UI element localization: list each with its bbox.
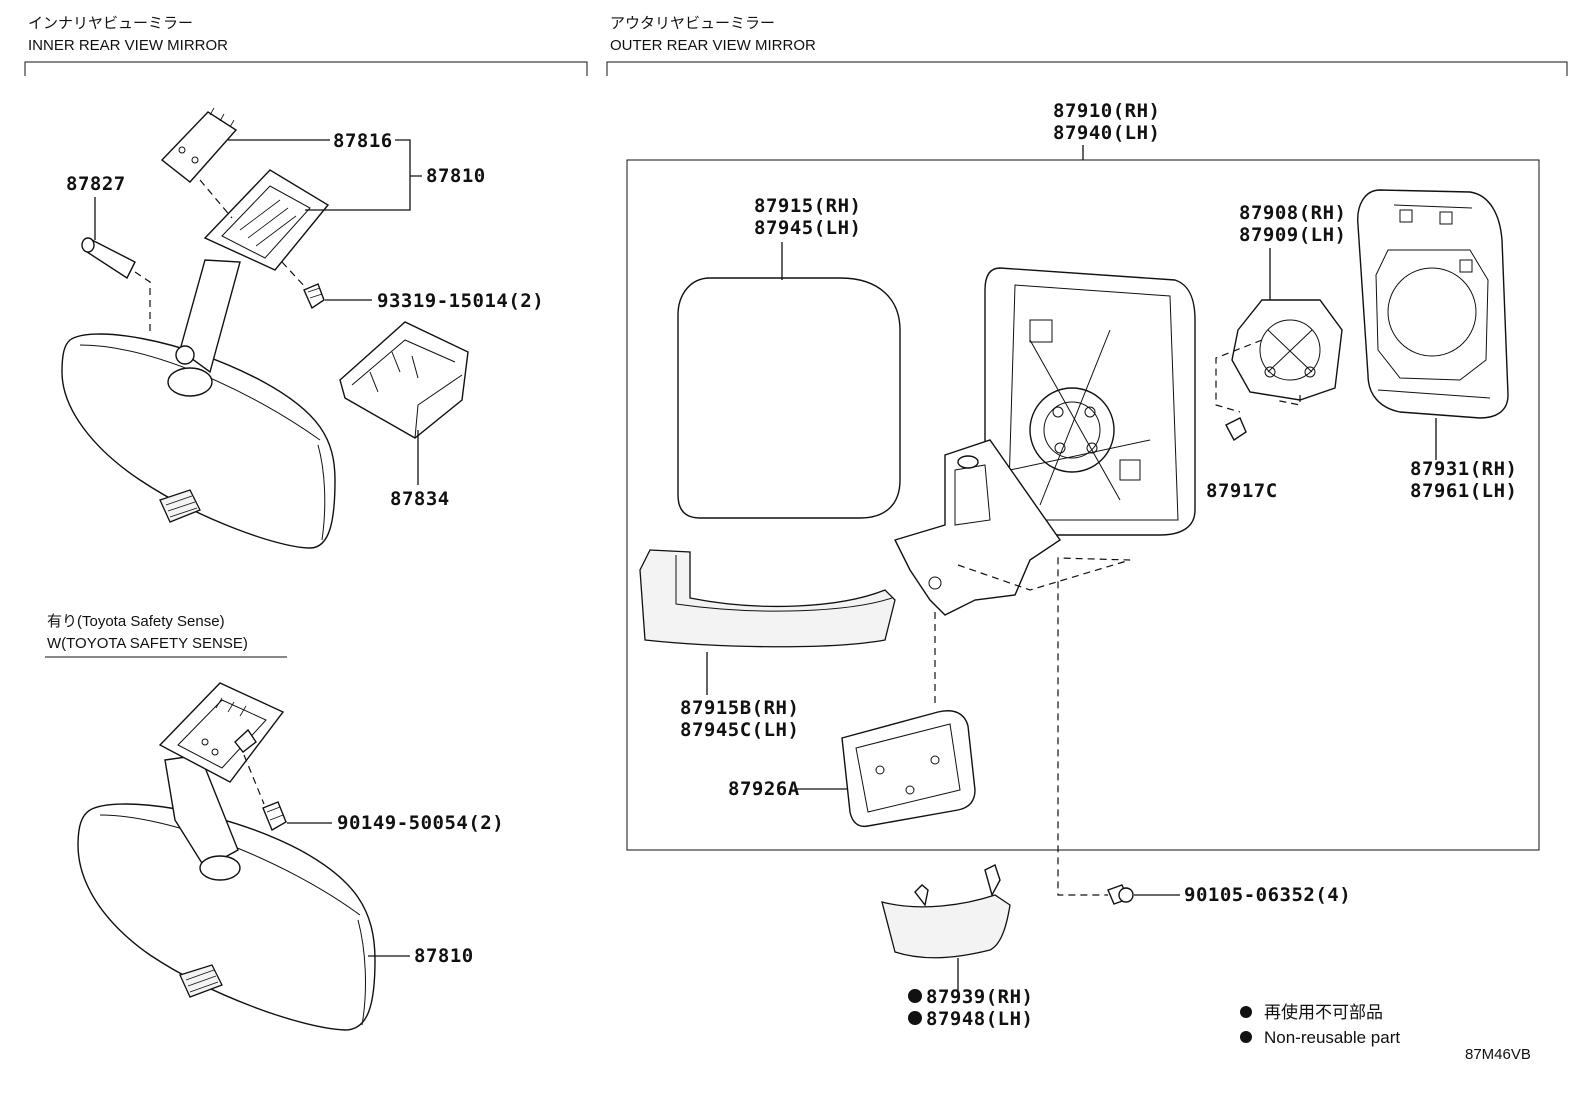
label-87908: 87908(RH) bbox=[1239, 202, 1346, 224]
label-87945: 87945(LH) bbox=[754, 217, 861, 239]
label-87926A: 87926A bbox=[728, 778, 800, 800]
label-87909: 87909(LH) bbox=[1239, 224, 1346, 246]
variant-caption-jp: 有り(Toyota Safety Sense) bbox=[47, 613, 225, 630]
non-reusable-marker-87948 bbox=[908, 1011, 922, 1025]
label-87931: 87931(RH) bbox=[1410, 458, 1517, 480]
label-87816: 87816 bbox=[333, 130, 393, 152]
leader-87810-top bbox=[305, 139, 422, 211]
label-90149: 90149-50054(2) bbox=[337, 812, 504, 834]
label-87915: 87915(RH) bbox=[754, 195, 861, 217]
outer-assembly-box bbox=[626, 159, 1540, 851]
label-87945C: 87945C(LH) bbox=[680, 719, 799, 741]
outer-title-jp: アウタリヤビューミラー bbox=[610, 15, 775, 32]
inner-title-en: INNER REAR VIEW MIRROR bbox=[28, 37, 228, 54]
label-87910: 87910(RH) bbox=[1053, 100, 1160, 122]
label-87810-bottom: 87810 bbox=[414, 945, 474, 967]
inner-mirror-top-drawing bbox=[61, 107, 469, 549]
legend-en: Non-reusable part bbox=[1264, 1028, 1400, 1047]
label-87915B: 87915B(RH) bbox=[680, 697, 799, 719]
label-87917C: 87917C bbox=[1206, 480, 1278, 502]
inner-section-bracket bbox=[24, 61, 588, 76]
legend-jp: 再使用不可部品 bbox=[1264, 1002, 1383, 1022]
label-87961: 87961(LH) bbox=[1410, 480, 1517, 502]
variant-caption-en: W(TOYOTA SAFETY SENSE) bbox=[47, 635, 248, 652]
label-87810-top: 87810 bbox=[426, 165, 486, 187]
label-87939: 87939(RH) bbox=[926, 986, 1033, 1008]
label-93319: 93319-15014(2) bbox=[377, 290, 544, 312]
label-90105: 90105-06352(4) bbox=[1184, 884, 1351, 906]
outer-mirror-drawing bbox=[639, 189, 1509, 959]
non-reusable-marker-87939 bbox=[908, 989, 922, 1003]
legend-bullet-en bbox=[1240, 1031, 1252, 1043]
diagram-code: 87M46VB bbox=[1465, 1046, 1531, 1063]
outer-section-bracket bbox=[606, 61, 1568, 76]
inner-mirror-bottom-drawing bbox=[77, 682, 376, 1031]
outer-title-en: OUTER REAR VIEW MIRROR bbox=[610, 37, 816, 54]
label-87834: 87834 bbox=[390, 488, 450, 510]
inner-title-jp: インナリヤビューミラー bbox=[28, 15, 193, 32]
label-87940: 87940(LH) bbox=[1053, 122, 1160, 144]
label-87948: 87948(LH) bbox=[926, 1008, 1033, 1030]
legend-bullet-jp bbox=[1240, 1006, 1252, 1018]
label-87827: 87827 bbox=[66, 173, 126, 195]
